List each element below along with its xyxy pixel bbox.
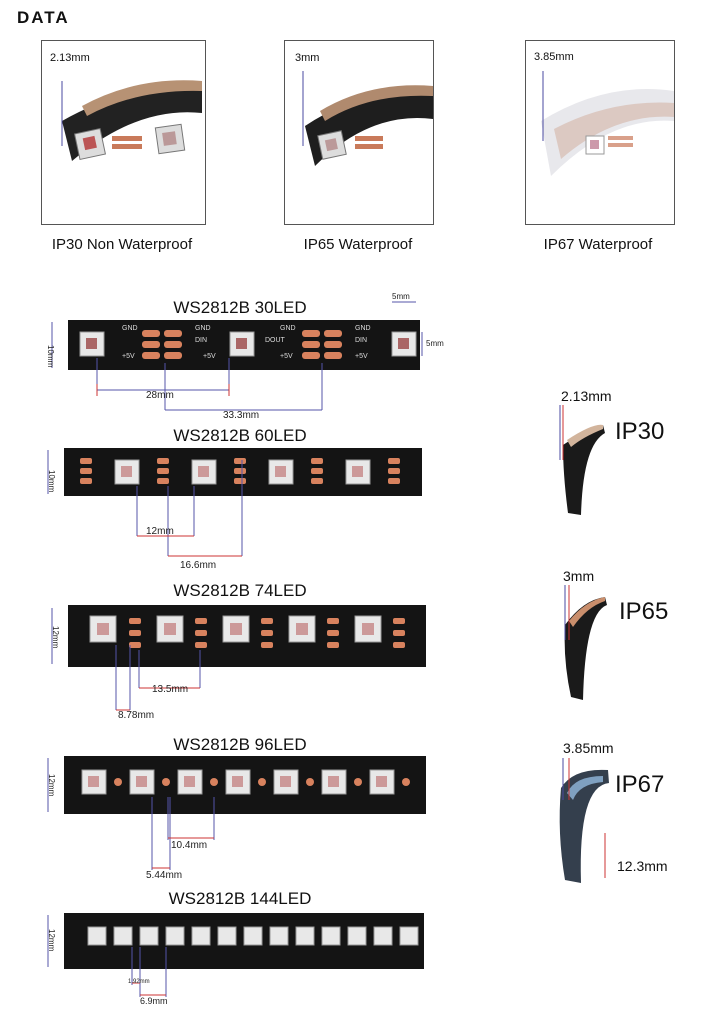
ip67-thickness-label: 3.85mm — [534, 51, 574, 63]
ip65-thickness-label: 3mm — [295, 52, 320, 64]
ip67-strip-image — [541, 71, 674, 176]
pitch-dim-label: 28mm — [146, 390, 174, 401]
strip-144led-title: WS2812B 144LED — [168, 889, 312, 908]
pitch-dim-label: 33.3mm — [223, 410, 259, 421]
ip30-profile-thickness: 2.13mm — [561, 388, 612, 404]
strip-144led-diagram: 12mm 1.92mm 6.9mm — [47, 913, 424, 1006]
ip30-profile-label: IP30 — [615, 418, 665, 445]
ip30-photo: 2.13mm — [41, 40, 206, 225]
pitch-dim-label: 13.5mm — [152, 684, 188, 695]
width-dim-label: 12mm — [47, 929, 56, 952]
ip65-caption: IP65 Waterproof — [303, 236, 413, 253]
pad-gnd-label: GND — [122, 325, 138, 332]
pad-dout-label: DOUT — [265, 337, 286, 344]
pad-din-label: DIN — [195, 337, 207, 344]
ip30-thickness-label: 2.13mm — [50, 52, 90, 64]
ip30-caption: IP30 Non Waterproof — [51, 236, 193, 253]
pitch-dim-label: 16.6mm — [180, 560, 216, 571]
width-dim-label: 10mm — [47, 470, 56, 493]
ip67-caption: IP67 Waterproof — [543, 236, 653, 253]
ip67-profile: 3.85mm IP67 12.3mm — [553, 738, 703, 888]
strip-60led-title: WS2812B 60LED — [173, 426, 307, 445]
width-dim-label: 12mm — [51, 626, 60, 649]
width-dim-label: 12mm — [47, 774, 56, 797]
ip65-photo: 3mm — [284, 40, 434, 225]
pad-gnd-label: GND — [195, 325, 211, 332]
pad-5v-label: +5V — [203, 353, 216, 360]
led-size-label: 5mm — [426, 339, 444, 348]
pad-5v-label: +5V — [280, 353, 293, 360]
pad-gnd-label: GND — [280, 325, 296, 332]
pad-5v-label: +5V — [122, 353, 135, 360]
ip67-photo: 3.85mm — [525, 40, 675, 225]
strip-30led-diagram: GND GND DIN +5V +5V DOUT GND +5V GND DIN… — [46, 292, 444, 421]
strip-96led-title: WS2812B 96LED — [173, 735, 307, 754]
strip-30led-title: WS2812B 30LED — [173, 298, 307, 317]
pad-gnd-label: GND — [355, 325, 371, 332]
width-dim-label: 10mm — [46, 345, 55, 368]
ip67-profile-thickness: 3.85mm — [563, 740, 614, 756]
ip65-strip-image — [302, 71, 433, 166]
strip-74led-title: WS2812B 74LED — [173, 581, 307, 600]
pitch-dim-label: 10.4mm — [171, 840, 207, 851]
ip67-profile-label: IP67 — [615, 771, 665, 798]
ip30-profile-image — [559, 405, 605, 515]
ip65-profile-label: IP65 — [619, 598, 669, 625]
pad-5v-label: +5V — [355, 353, 368, 360]
pitch-dim-label: 12mm — [146, 526, 174, 537]
pitch-dim-label: 5.44mm — [146, 870, 182, 881]
ip67-profile-width: 12.3mm — [617, 858, 668, 874]
ip65-profile-thickness: 3mm — [563, 568, 595, 584]
pitch-dim-label: 6.9mm — [140, 996, 168, 1006]
ip30-profile: 2.13mm IP30 — [553, 385, 703, 520]
page-heading: DATA — [17, 8, 70, 27]
strip-74led-diagram: 12mm 13.5mm 8.78mm — [51, 605, 426, 721]
pitch-dim-label: 8.78mm — [118, 710, 154, 721]
strip-96led-diagram: 12mm 10.4mm 5.44mm — [47, 756, 426, 881]
led-size-label: 5mm — [392, 292, 410, 301]
pad-din-label: DIN — [355, 337, 367, 344]
strip-60led-diagram: 10mm 12mm 16.6mm — [47, 448, 422, 571]
ip65-profile: 3mm IP65 — [553, 565, 703, 705]
ip65-profile-image — [564, 585, 607, 700]
gap-dim-label: 1.92mm — [128, 979, 150, 985]
ip30-strip-image — [61, 80, 202, 161]
ip67-profile-image — [559, 758, 609, 883]
